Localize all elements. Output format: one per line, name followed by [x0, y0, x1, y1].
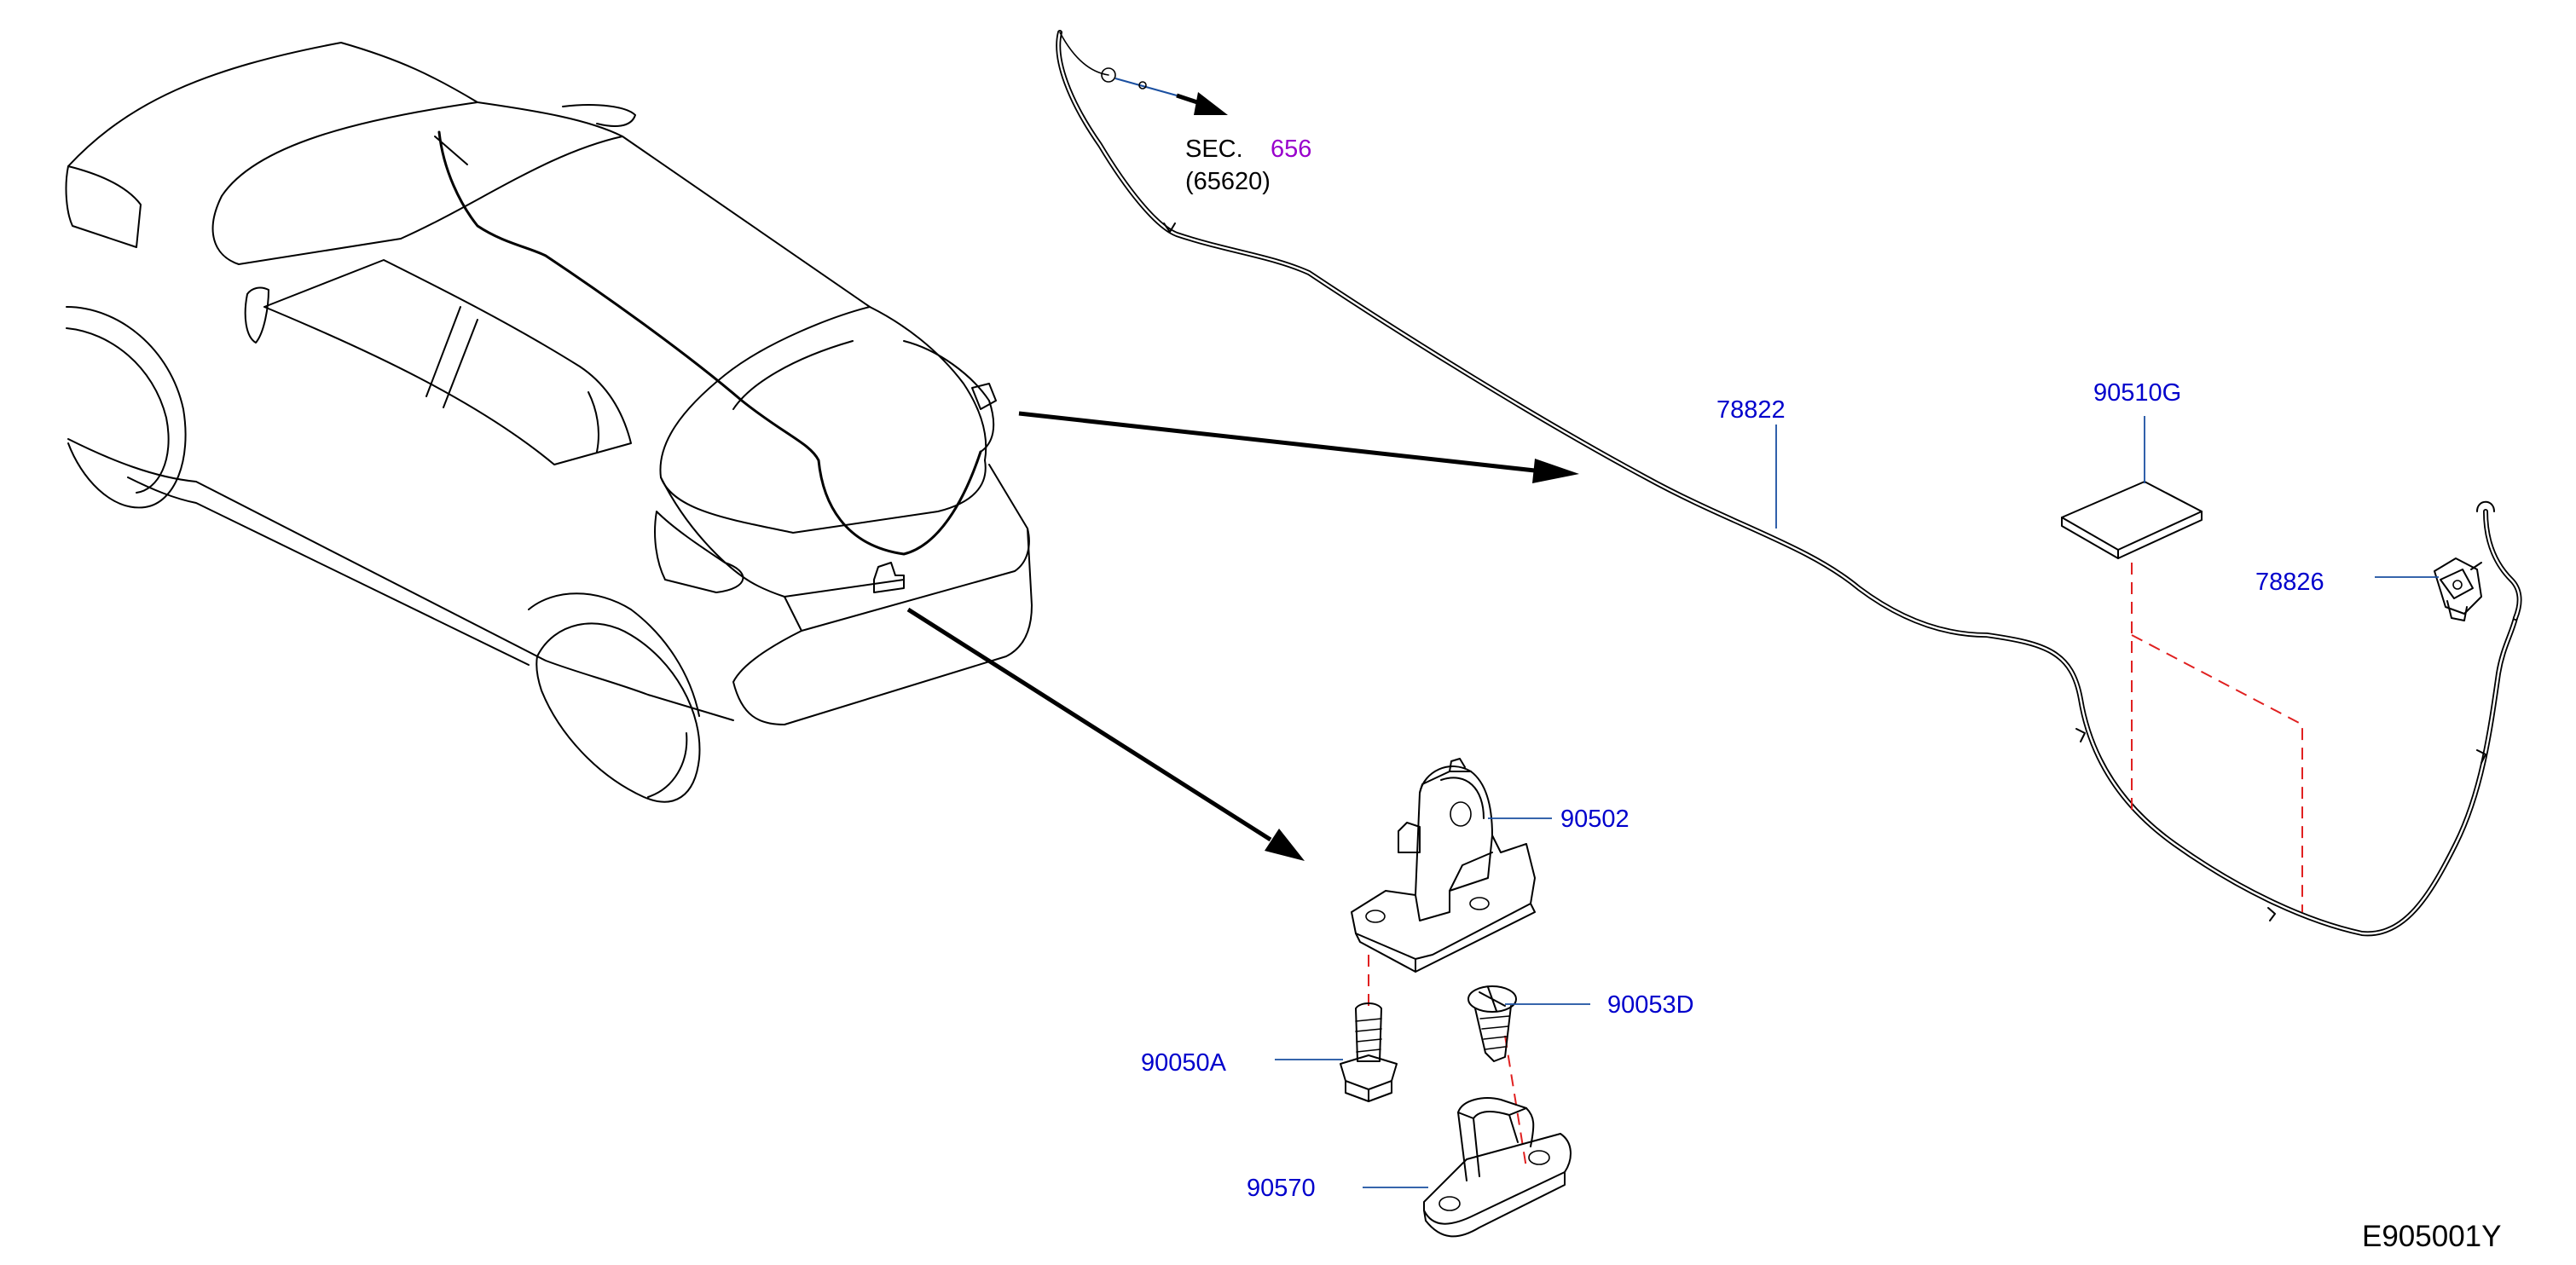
part-number-78826[interactable]: 78826: [2255, 569, 2324, 596]
screw-90053D: [1467, 985, 1517, 1062]
striker-90570: [1423, 1097, 1572, 1238]
leader-lines: [1275, 416, 2439, 1188]
lock-90502: [1351, 758, 1536, 973]
part-labels: 78822 90510G 78826 90502 90053D 90050A 9…: [1141, 379, 2324, 1202]
vehicle-outline: [65, 42, 1033, 803]
pointer-arrows: [906, 411, 1579, 861]
install-guides: [1368, 563, 2303, 1169]
guide-90510G: [2131, 563, 2303, 912]
section-prefix: SEC.: [1185, 136, 1243, 163]
pad-90510G: [2061, 481, 2203, 559]
diagram-code: E905001Y: [2362, 1220, 2501, 1253]
part-number-90050A[interactable]: 90050A: [1141, 1049, 1227, 1077]
section-link-656[interactable]: 656: [1271, 136, 1311, 163]
part-number-90053D[interactable]: 90053D: [1607, 991, 1694, 1019]
section-reference: SEC. 656 (65620): [1185, 136, 1311, 195]
part-number-90570[interactable]: 90570: [1247, 1175, 1316, 1202]
section-subref: (65620): [1185, 168, 1271, 195]
clip-78826: [2434, 557, 2482, 621]
bolt-90050A: [1340, 1002, 1398, 1102]
part-number-90502[interactable]: 90502: [1560, 806, 1630, 833]
cable-78822: [1056, 30, 2522, 937]
part-number-90510G[interactable]: 90510G: [2093, 379, 2181, 407]
part-number-78822[interactable]: 78822: [1716, 396, 1786, 424]
